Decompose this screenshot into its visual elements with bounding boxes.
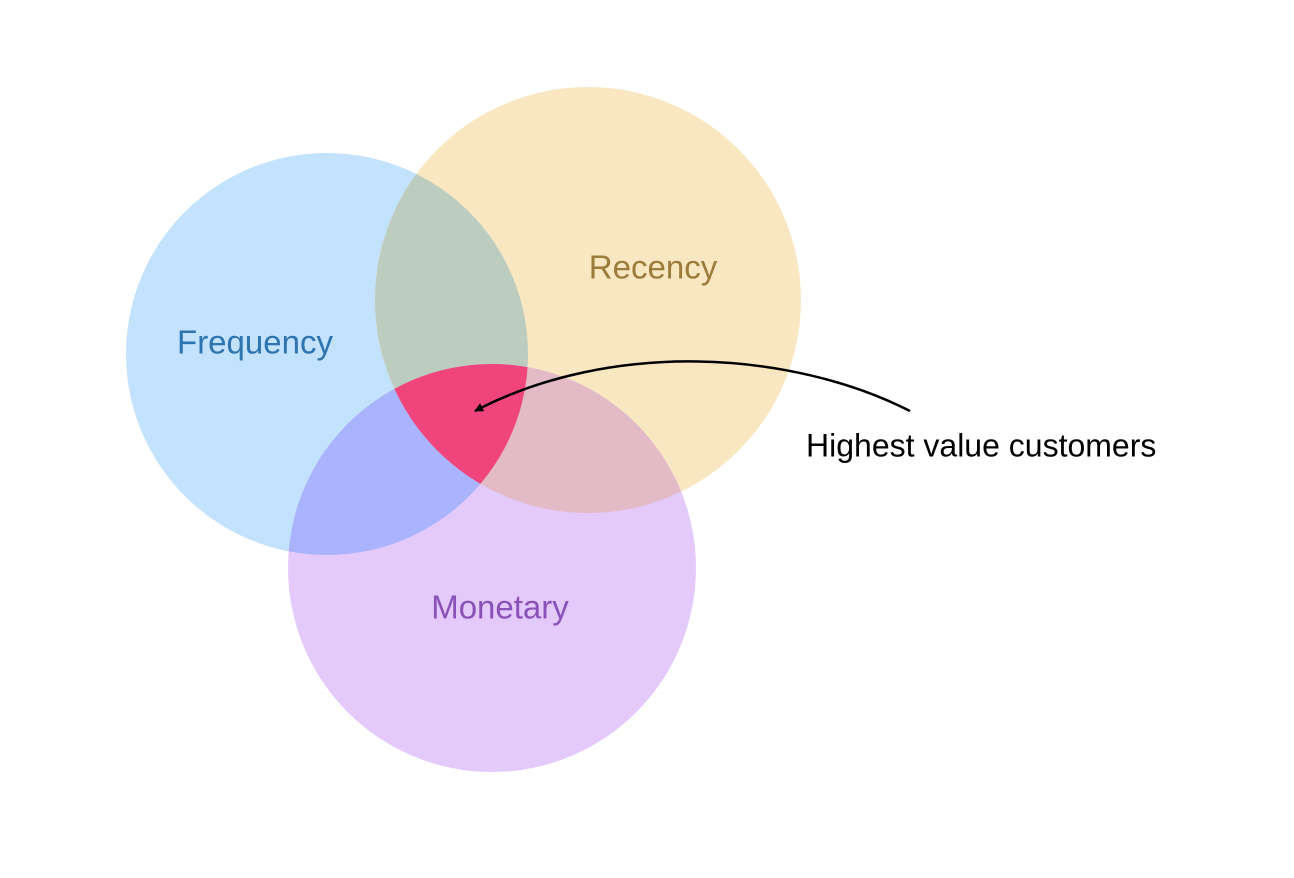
annotation-arrow (474, 360, 911, 413)
monetary-label: Monetary (431, 589, 569, 626)
recency-label: Recency (589, 249, 718, 286)
frequency-monetary-overlap (288, 364, 528, 555)
frequency-label: Frequency (177, 324, 333, 361)
annotation-label: Highest value customers (806, 427, 1156, 463)
